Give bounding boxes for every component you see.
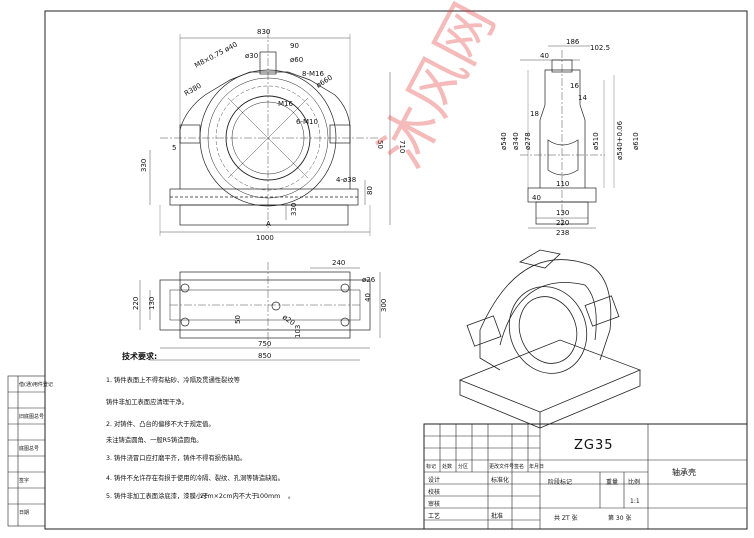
dim-6m10: 6-M10 [296,118,318,126]
dim-1000: 1000 [256,234,274,242]
rev-col-0: 标记 [426,464,437,470]
dim-850: 850 [258,352,271,360]
dim-130: 130 [556,209,569,217]
dim-238: 238 [556,229,569,237]
sheet-no: 第 30 张 [608,515,632,522]
role-0: 设计 [428,477,441,484]
material: ZG35 [574,438,614,453]
dim-90: 90 [290,42,299,50]
stage-label: 阶段标记 [548,479,573,486]
tech-req-5: 5. 铸件非加工表面涂底漆，漆膜小于 [106,493,209,500]
dim-220-top: 220 [132,297,140,310]
dim-220: 220 [556,219,569,227]
rev-col-2: 分区 [458,464,469,470]
role-1: 校核 [428,489,441,496]
dim-d610: ø610 [632,132,640,150]
top-dims: 240 ø26 220 130 40 300 50 ø20 103 750 85… [132,259,388,360]
dim-18: 18 [530,110,539,118]
approve-label: 批准 [491,513,504,520]
tech-req-2: 2. 对铸件、凸台的偏移不大于规定值。 [106,421,215,428]
dim-186: 186 [566,38,580,46]
dim-750: 750 [258,340,271,348]
weight-label: 重量 [606,479,619,486]
rev-col-4: 签名 [514,464,525,470]
part-name: 轴承壳 [672,468,696,477]
dim-14: 14 [578,94,587,102]
tech-req-5-end: 。 [288,493,295,500]
dim-d510: ø510 [592,132,600,150]
dim-5: 5 [172,144,176,152]
tech-req-1b: 铸件非加工表面应清理干净。 [106,399,188,406]
dim-50: 50 [376,140,384,149]
dim-300: 300 [380,299,388,312]
dim-r380: R380 [183,82,203,98]
dim-d340: ø340 [512,132,520,150]
dim-8m16: 8-M16 [302,70,324,78]
dim-m16: M16 [278,100,293,108]
dim-710: 710 [398,140,406,153]
rev-col-3: 更改文件号 [489,464,515,470]
isometric-view [458,249,642,429]
dim-50-top: 50 [234,315,242,324]
rev-col-1: 处数 [442,464,453,470]
dim-330-h: 330 [290,203,298,216]
dim-102: 102.5 [590,44,610,52]
role-2: 审核 [428,501,441,508]
dim-d278: ø278 [524,132,532,150]
strip-label-0: 借(通)用件登记 [19,382,53,388]
role-3: 工艺 [428,513,441,520]
std-label: 标准化 [491,477,510,484]
tech-req-5-extra: 2cm×2cm内不大于 [200,493,258,500]
sheet-border [44,10,748,530]
tech-req-1: 1. 铸件表面上不得有粘砂、冷隔及贯通性裂纹等 [106,377,240,384]
strip-label-1: 旧底图总号 [19,414,45,420]
dim-16: 16 [570,82,579,90]
dim-110: 110 [556,180,569,188]
dim-d26: ø26 [362,276,376,284]
tech-req-4: 4. 铸件不允许存在有损于使用的冷隔、裂纹、孔洞等铸造缺陷。 [106,475,285,482]
dim-d60: ø60 [290,56,303,64]
dim-d540: ø540 [500,132,508,150]
top-view [139,262,381,361]
dim-d30: ø30 [245,52,258,60]
title-block-grid [423,423,748,530]
sheets-total: 共 ZT 张 [554,515,578,522]
strip-label-4: 日期 [19,510,30,516]
left-strip [7,375,46,527]
dim-240: 240 [332,259,345,267]
scale-value: 1:1 [630,498,640,505]
tech-req-5-value: 100mm [256,493,281,500]
tech-req-2b: 未注铸造圆角、一般R5铸造圆角。 [106,437,203,444]
strip-label-3: 签字 [19,478,30,484]
scale-label: 比例 [628,479,641,486]
side-view [520,45,615,229]
section-a: A [266,220,271,228]
rev-col-5: 年月日 [529,464,545,470]
dim-d540t: ø540+0.06 [616,120,624,160]
tech-req-title: 技术要求: [122,352,158,361]
dim-330-v: 330 [140,159,148,172]
dim-4d38: 4-ø38 [336,176,356,184]
front-view [149,30,391,236]
dim-40-top: 40 [364,293,372,302]
strip-label-2: 底图总号 [19,446,40,452]
dim-830: 830 [257,28,270,36]
dim-80: 80 [366,186,374,195]
dim-m8: M8×0.75 ø40 [193,40,239,69]
side-dims: 186 102.5 40 18 16 14 ø540 ø340 ø278 ø51… [500,38,640,237]
dim-103: 103 [294,325,302,338]
dim-130-top: 130 [148,297,156,310]
dim-40-top: 40 [540,52,549,60]
tech-req-3: 3. 铸件浇冒口应打磨平齐，铸件不得有损伤缺陷。 [106,455,247,462]
dim-40-base: 40 [532,194,541,202]
